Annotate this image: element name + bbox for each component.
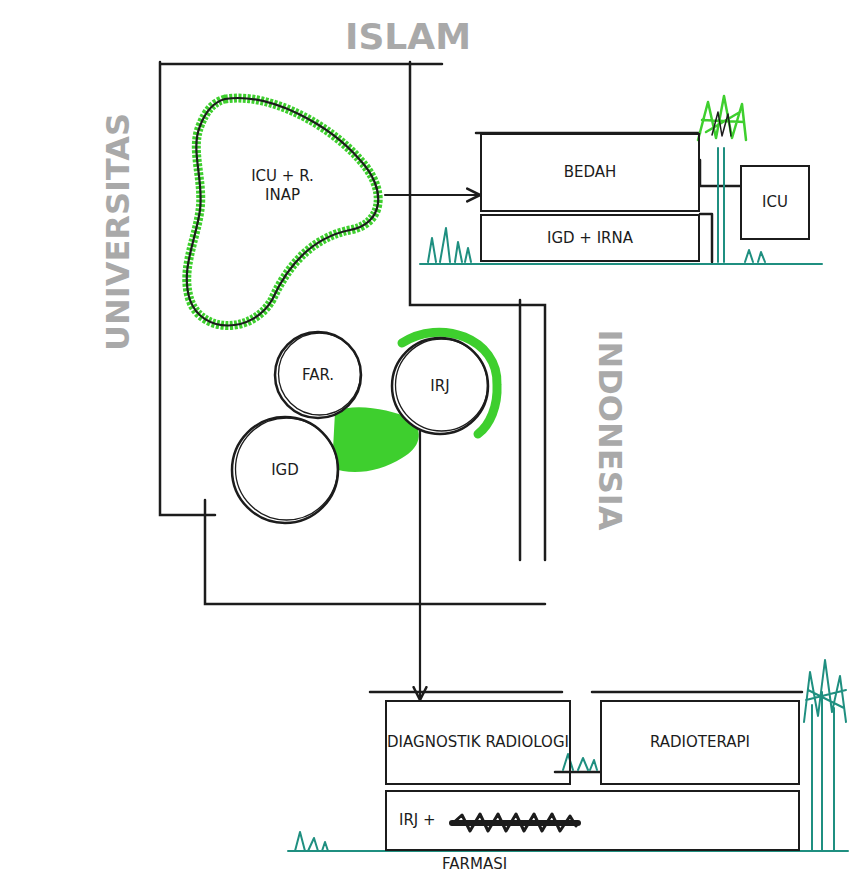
circle-fill	[275, 332, 361, 418]
zone-circle: IRJ	[390, 336, 490, 436]
zone-name: FAR.	[302, 366, 334, 385]
watermark-holder: ISLAM	[345, 16, 471, 57]
floor-box: RADIOTERAPI	[600, 700, 800, 785]
shrub	[428, 228, 471, 262]
zone-name: ICU + R. INAP	[247, 167, 319, 205]
zone-name: BEDAH	[564, 163, 617, 182]
circle-fill	[232, 417, 338, 523]
tree-scribble	[712, 112, 731, 136]
floor-band: IRJ +FARMASI	[385, 790, 800, 851]
grass	[295, 832, 328, 851]
tree-canopy	[698, 96, 746, 140]
flow-arrow	[385, 194, 480, 196]
zone-circle: IGD	[230, 415, 340, 525]
floor-band: IGD + IRNA	[480, 214, 700, 262]
section-upper	[420, 96, 822, 264]
blob-line	[187, 98, 378, 325]
strike-out	[452, 814, 576, 831]
flow-arrow	[419, 430, 421, 700]
roof-line	[370, 691, 802, 694]
blob-green	[187, 98, 378, 325]
zone-circle: FAR.	[273, 330, 363, 420]
strike-out	[452, 820, 578, 826]
section-lower	[288, 660, 848, 851]
ground-line	[420, 263, 822, 265]
wall-line	[476, 133, 740, 262]
watermark-text: ISLAM	[345, 16, 471, 57]
zone-name: RADIOTERAPI	[650, 733, 750, 752]
circle-sketch	[236, 418, 338, 520]
ward-zone: ICU + R. INAP	[180, 95, 385, 330]
zone-name: ICU	[762, 193, 788, 212]
site-line	[160, 62, 545, 604]
zone-name: IRJ	[430, 377, 449, 396]
floor-box: ICU	[740, 165, 810, 240]
watermark-holder: UNIVERSITAS	[99, 113, 137, 351]
circle-sketch	[279, 333, 361, 415]
tree-trunk	[718, 148, 724, 262]
grass	[563, 754, 597, 770]
site-boundary	[160, 62, 545, 604]
watermark-text: INDONESIA	[591, 330, 629, 531]
floor-band: BEDAH	[480, 133, 700, 212]
circle-sketch	[396, 339, 488, 431]
court-floor	[555, 771, 600, 774]
watermark-text: UNIVERSITAS	[99, 113, 137, 351]
tree-trunk	[812, 692, 834, 851]
blob-outline	[180, 95, 385, 330]
zone-name: DIAGNOSTIK RADIOLOGI	[387, 733, 569, 752]
zone-name: IRJ +	[399, 811, 436, 830]
watermark-holder: INDONESIA	[591, 330, 629, 531]
circle-fill	[392, 338, 488, 434]
zone-name: IGD + IRNA	[547, 229, 633, 248]
grass	[745, 250, 765, 262]
zone-caption: FARMASI	[442, 855, 507, 874]
zone-name: IGD	[271, 461, 299, 480]
floor-box: DIAGNOSTIK RADIOLOGI	[385, 700, 571, 785]
tree-canopy	[804, 660, 846, 722]
